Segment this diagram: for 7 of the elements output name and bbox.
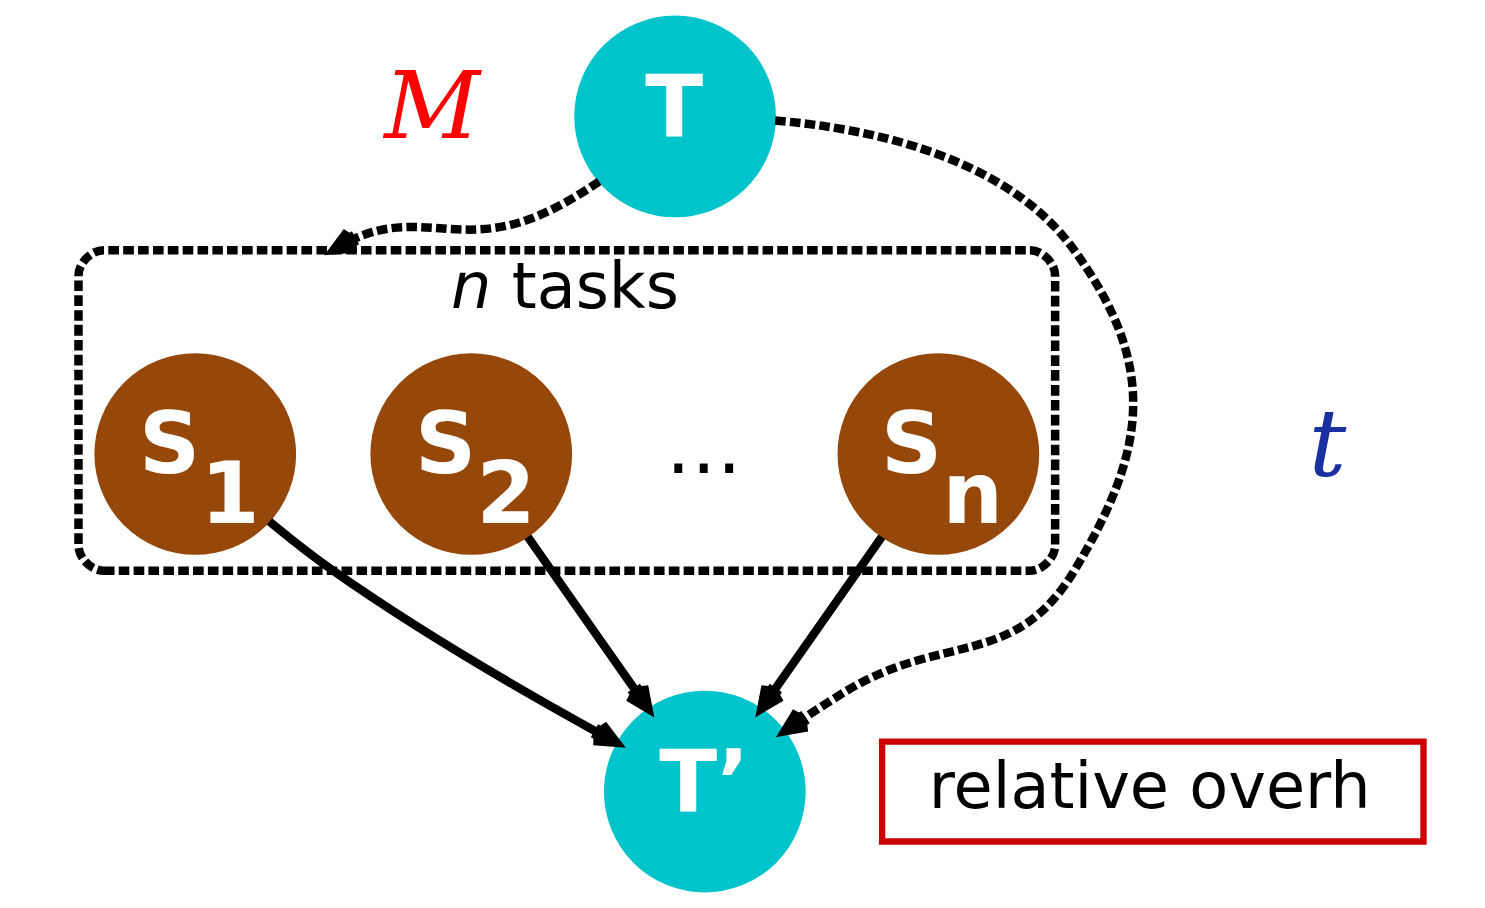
label: t <box>1308 388 1347 498</box>
node-circle: T’ <box>603 690 806 893</box>
node-box: relative overh <box>878 738 1427 845</box>
arrow <box>774 116 1138 736</box>
node-circle: T <box>574 15 776 218</box>
label: … <box>665 401 742 491</box>
label: M <box>384 51 480 161</box>
